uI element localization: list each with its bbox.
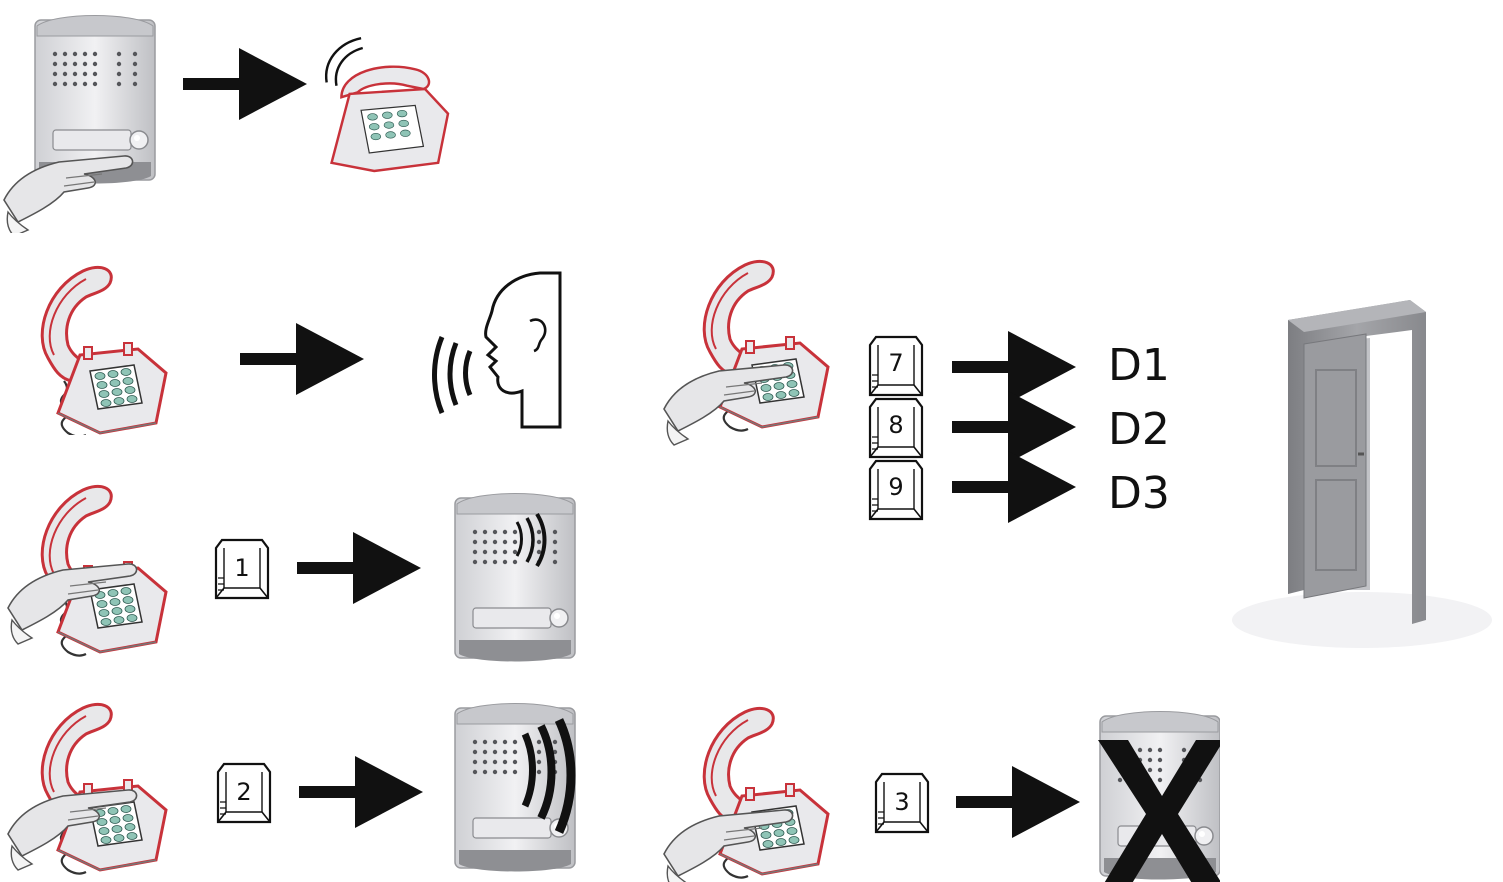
- key-1-label: 1: [234, 554, 249, 582]
- key-3-icon: 3: [874, 772, 930, 834]
- arrow-icon: [952, 391, 1076, 463]
- arrow-icon: [952, 451, 1076, 523]
- key-2-icon: 2: [216, 762, 272, 824]
- key-9-label: 9: [888, 473, 903, 501]
- door-release-step-illustration: 7 8 9: [663, 259, 1076, 523]
- hang-up-step-illustration: 3: [663, 706, 1220, 882]
- answer-step-illustration: [40, 265, 562, 435]
- open-door-icon: [1232, 300, 1492, 648]
- arrow-icon: [240, 323, 364, 395]
- call-step-illustration: [3, 14, 450, 233]
- arrow-icon: [952, 331, 1076, 403]
- key-7-icon: 7: [868, 335, 924, 397]
- key-8-label: 8: [888, 411, 903, 439]
- speaking-head-icon: [432, 271, 562, 429]
- pressing-hand-icon: [3, 155, 134, 233]
- lifted-phone-icon: [702, 259, 830, 433]
- key-7-label: 7: [888, 349, 903, 377]
- cross-icon: [1098, 740, 1220, 882]
- key-3-label: 3: [894, 788, 909, 816]
- door-label-d3: D3: [1108, 468, 1170, 519]
- arrow-icon: [299, 756, 423, 828]
- door-label-d2: D2: [1108, 404, 1170, 455]
- intercom-panel-icon: [454, 492, 576, 663]
- door-label-d1: D1: [1108, 340, 1170, 391]
- volume-low-step-illustration: 1: [7, 484, 576, 663]
- key-9-icon: 9: [868, 459, 924, 521]
- lifted-phone-icon: [702, 706, 830, 880]
- lifted-phone-icon: [40, 702, 168, 876]
- key-1-icon: 1: [214, 538, 270, 600]
- intercom-panel-icon: [454, 702, 576, 873]
- key-8-icon: 8: [868, 397, 924, 459]
- key-2-label: 2: [236, 778, 251, 806]
- arrow-icon: [297, 532, 421, 604]
- ringing-phone-icon: [324, 36, 450, 173]
- arrow-icon: [183, 48, 307, 120]
- volume-high-step-illustration: 2: [7, 702, 576, 876]
- lifted-phone-icon: [40, 265, 168, 435]
- arrow-icon: [956, 766, 1080, 838]
